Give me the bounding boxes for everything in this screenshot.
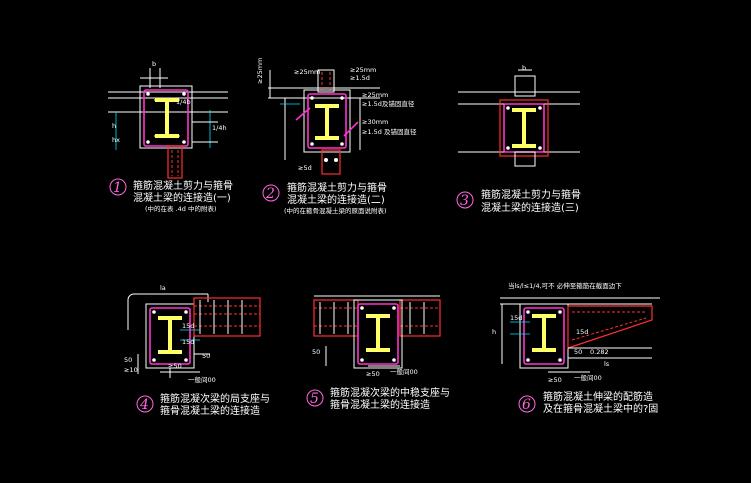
dim-label: 1/4h <box>212 124 227 132</box>
caption-line2: 混凝土梁的连接造(三) <box>481 201 579 214</box>
detail-number: 4 <box>139 397 149 413</box>
dim-label: 1/4b <box>176 98 191 106</box>
caption-line3: (中的在箍骨混凝土梁的原面说附表) <box>284 206 387 215</box>
caption-line2: 混凝土梁的连接造(二) <box>287 193 385 206</box>
caption-line2: 箍骨混凝土梁的连接造 <box>330 398 430 411</box>
dim-label: ≥25mm <box>362 91 388 99</box>
caption-line1: 箍筋混凝次梁的局支座与 <box>160 392 270 405</box>
dim-label: 50 <box>124 356 132 364</box>
caption-line1: 箍筋混凝土剪力与箍骨 <box>287 181 387 194</box>
dim-label: 15d <box>182 322 194 330</box>
dim-label: 50 <box>202 352 210 360</box>
dim-label: 0.282 <box>590 348 609 356</box>
detail-number: 6 <box>522 397 531 413</box>
dim-label: 一般间00 <box>574 373 602 382</box>
detail-number: 1 <box>113 180 122 196</box>
detail-2: ≥25mm ≥25mm ≥1.5d ≥25mm ≥1.5d及锚固直径 ≥30mm… <box>256 58 417 215</box>
caption-line1: 箍筋混凝土剪力与箍骨 <box>133 179 233 192</box>
dim-label: ≥1.5d 及锚固直径 <box>362 127 417 136</box>
dim-label: 一般间00 <box>390 367 418 376</box>
caption-line2: 及在箍骨混凝土梁中的?固 <box>543 402 658 415</box>
detail-3: b 3 箍筋混凝土剪力与箍骨 混凝土梁的连接造(三) <box>456 64 581 214</box>
dim-label: 一般间00 <box>188 375 216 384</box>
dim-label: ≥50 <box>168 362 182 370</box>
dim-label: la <box>160 284 166 292</box>
dim-label: b <box>152 60 156 68</box>
dim-label: ≥1.5d及锚固直径 <box>362 99 415 108</box>
dim-label: ≥25mm <box>350 66 376 74</box>
caption-line3: (中的在表 .4d 中的附表) <box>145 204 217 213</box>
caption-line2: 混凝土梁的连接造(一) <box>133 191 231 204</box>
detail-number: 5 <box>310 391 319 407</box>
caption-line1: 箍筋混凝土伸梁的配筋造 <box>543 390 653 403</box>
dim-label: ≥25mm <box>256 58 264 84</box>
dim-label: 当ls/l≤1/4,可不 必伸至箍筋在截面边下 <box>508 281 622 290</box>
dim-label: 50 <box>574 348 582 356</box>
detail-1: b 1/4b h hx 1/4h 1 箍筋混凝土剪力与箍骨 混凝土梁的连接造(一… <box>108 60 233 213</box>
detail-5: 50 ≥50 一般间00 5 箍筋混凝次梁的中稳支座与 箍骨混凝土梁的连接造 <box>306 295 450 411</box>
dim-label: ≥1.5d <box>350 74 370 82</box>
dim-label: 15d <box>576 328 588 336</box>
detail-4: la 15d 15d 50 50 ≥10 ≥50 一般间00 4 箍 <box>124 284 270 417</box>
dim-label: 15d <box>510 314 522 322</box>
dim-label: 15d <box>182 338 194 346</box>
caption-line1: 箍筋混凝土剪力与箍骨 <box>481 188 581 201</box>
dim-label: h <box>492 328 496 336</box>
dim-label: ≥50 <box>548 376 562 384</box>
caption-line2: 箍骨混凝土梁的连接造 <box>160 404 260 417</box>
caption-line1: 箍筋混凝次梁的中稳支座与 <box>330 386 450 399</box>
dim-label: 50 <box>312 348 320 356</box>
dim-label: ≥50 <box>366 370 380 378</box>
dim-label: h <box>112 122 116 130</box>
dim-label: b <box>522 64 526 72</box>
detail-number: 2 <box>265 186 275 202</box>
detail-6: 当ls/l≤1/4,可不 必伸至箍筋在截面边下 h ls 0.282 15d 1… <box>492 281 660 415</box>
detail-number: 3 <box>460 193 469 209</box>
dim-label: ≥30mm <box>362 118 388 126</box>
dim-label: ls <box>604 360 610 368</box>
dim-label: hx <box>112 136 120 144</box>
dim-label: ≥25mm <box>294 68 320 76</box>
dim-label: ≥10 <box>124 366 138 374</box>
dim-label: ≥5d <box>298 164 312 172</box>
